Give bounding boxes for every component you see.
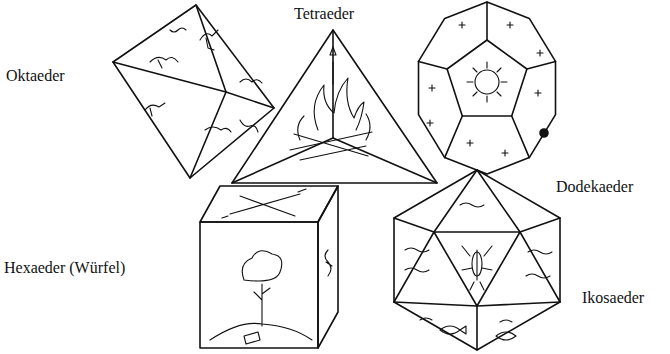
label-text: Hexaeder (Würfel) <box>4 259 125 276</box>
icosahedron-drawing <box>394 170 560 350</box>
label-text: Tetraeder <box>294 5 354 22</box>
cube-drawing <box>200 186 338 348</box>
dodecahedron-drawing <box>419 2 556 174</box>
octahedron-drawing <box>113 5 274 178</box>
label-text: Oktaeder <box>6 67 65 84</box>
solid-name-label: Oktaeder <box>6 66 65 85</box>
label-text: Ikosaeder <box>582 289 644 306</box>
solid-name-label: Hexaeder (Würfel) <box>4 258 125 277</box>
solid-name-label: Tetraeder <box>294 4 354 23</box>
solid-name-label: Dodekaeder <box>556 177 633 196</box>
tetrahedron-drawing <box>232 30 437 183</box>
solid-name-label: Ikosaeder <box>582 288 644 307</box>
label-text: Dodekaeder <box>556 178 633 195</box>
